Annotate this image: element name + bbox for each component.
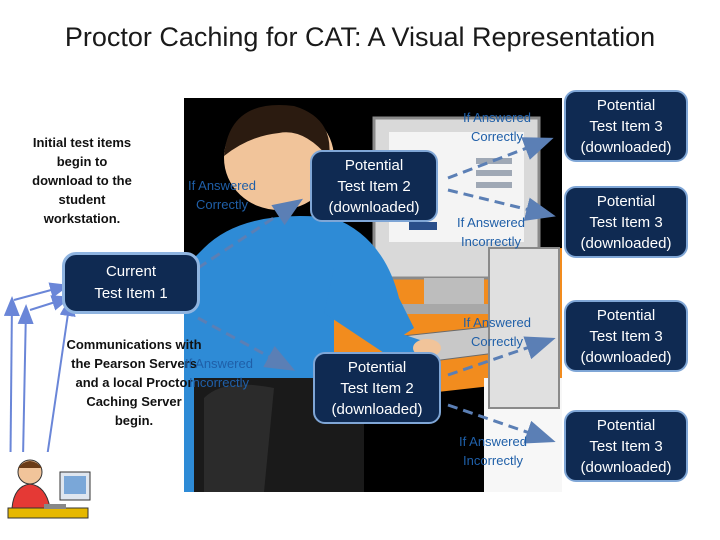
item3-a-line3: (downloaded)	[581, 137, 672, 158]
item3-a-line2: Test Item 3	[581, 116, 672, 137]
item2-b-line1: Potential	[332, 357, 423, 378]
potential-test-item-3-box-b: Potential Test Item 3 (downloaded)	[564, 186, 688, 258]
arrow-2a-incorrect	[448, 190, 550, 215]
item3-a-line1: Potential	[581, 95, 672, 116]
condition-incorrect-1: If Answered Incorrectly	[176, 354, 262, 392]
item3-c-line2: Test Item 3	[581, 326, 672, 347]
item3-b-line2: Test Item 3	[581, 212, 672, 233]
condition-correct-1: If Answered Correctly	[182, 176, 262, 214]
condition-incorrect-2b: If Answered Incorrectly	[450, 432, 536, 470]
item2-b-line2: Test Item 2	[332, 378, 423, 399]
item2-a-line1: Potential	[329, 155, 420, 176]
item3-b-line3: (downloaded)	[581, 233, 672, 254]
item2-a-line2: Test Item 2	[329, 176, 420, 197]
current-test-item-box: Current Test Item 1	[62, 252, 200, 314]
potential-test-item-3-box-d: Potential Test Item 3 (downloaded)	[564, 410, 688, 482]
initial-note: Initial test items begin to download to …	[26, 133, 138, 228]
current-item-label: Test Item 1	[94, 283, 167, 305]
condition-incorrect-2a: If Answered Incorrectly	[448, 213, 534, 251]
item3-c-line1: Potential	[581, 305, 672, 326]
condition-correct-2a: If Answered Correctly	[452, 108, 542, 146]
potential-test-item-3-box-a: Potential Test Item 3 (downloaded)	[564, 90, 688, 162]
item3-d-line2: Test Item 3	[581, 436, 672, 457]
item3-d-line1: Potential	[581, 415, 672, 436]
item3-c-line3: (downloaded)	[581, 347, 672, 368]
item2-a-line3: (downloaded)	[329, 197, 420, 218]
potential-test-item-2-box-b: Potential Test Item 2 (downloaded)	[313, 352, 441, 424]
potential-test-item-3-box-c: Potential Test Item 3 (downloaded)	[564, 300, 688, 372]
condition-correct-2b: If Answered Correctly	[452, 313, 542, 351]
server-link-3	[14, 286, 66, 300]
item3-b-line1: Potential	[581, 191, 672, 212]
item2-b-line3: (downloaded)	[332, 399, 423, 420]
current-label: Current	[94, 261, 167, 283]
potential-test-item-2-box-a: Potential Test Item 2 (downloaded)	[310, 150, 438, 222]
student-computer-clipart	[0, 452, 96, 540]
item3-d-line3: (downloaded)	[581, 457, 672, 478]
